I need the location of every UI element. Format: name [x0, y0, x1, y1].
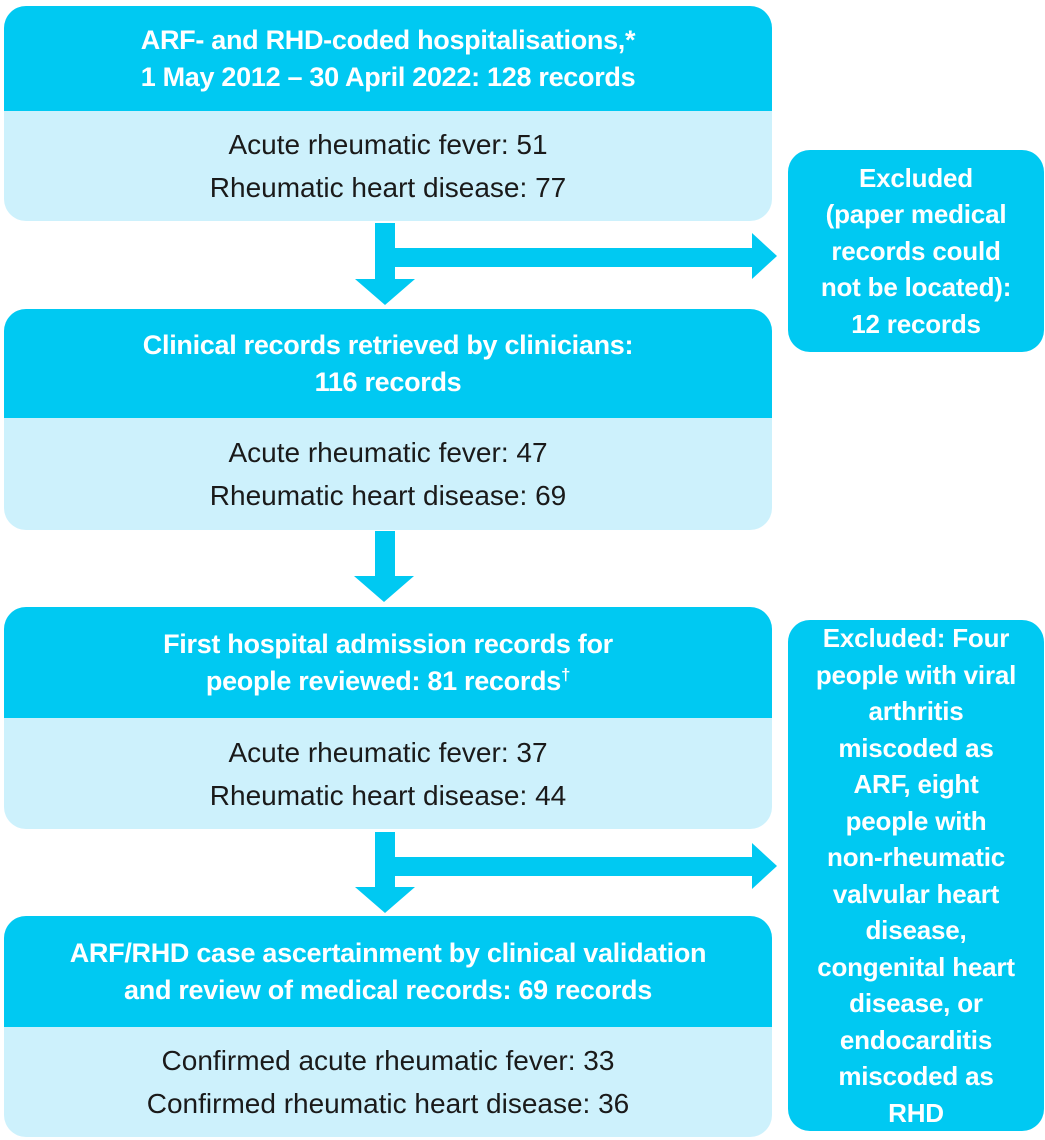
excluded-line: non-rheumatic — [827, 842, 1005, 872]
excluded-line: RHD — [888, 1097, 944, 1128]
header-line-text: people reviewed: 81 records — [205, 665, 561, 696]
excluded-line: (paper medical — [825, 199, 1007, 230]
flow-box-case-ascertainment: ARF/RHD case ascertainment by clinical v… — [4, 916, 772, 1137]
down-arrow-2-head-icon — [354, 576, 414, 602]
excluded-line: people with — [845, 805, 987, 836]
flow-box-hospitalisations: ARF- and RHD-coded hospitalisations,* 1 … — [4, 6, 772, 221]
down-arrow-3-head-icon — [355, 887, 415, 913]
flow-box-hospitalisations-body: Acute rheumatic fever: 51 Rheumatic hear… — [4, 111, 772, 221]
excluded-line: records could — [831, 235, 1001, 266]
header-line: 116 records — [314, 366, 462, 397]
body-line: Confirmed acute rheumatic fever: 33 — [161, 1045, 615, 1076]
excluded-line: congenital heart — [817, 951, 1015, 982]
flow-box-clinical-records: Clinical records retrieved by clinicians… — [4, 309, 772, 530]
excluded-line: miscoded as — [838, 1061, 994, 1091]
body-line: Acute rheumatic fever: 37 — [228, 736, 548, 768]
body-line: Acute rheumatic fever: 51 — [228, 129, 548, 160]
excluded-line: Excluded — [859, 162, 973, 193]
excluded-line: disease, — [865, 915, 967, 945]
body-line: Rheumatic heart disease: 69 — [209, 480, 567, 511]
flow-box-clinical-records-body: Acute rheumatic fever: 47 Rheumatic hear… — [4, 418, 772, 530]
excluded-line: valvular heart — [832, 878, 1000, 909]
excluded-line: disease, or — [849, 988, 983, 1018]
header-line: people reviewed: 81 records† — [4, 663, 772, 700]
flow-box-first-admission-body: Acute rheumatic fever: 37 Rheumatic hear… — [4, 718, 772, 829]
branch-arrow-2-shaft — [375, 857, 752, 876]
flow-box-first-admission-header: First hospital admission records for peo… — [4, 607, 772, 718]
excluded-line: miscoded as — [838, 732, 994, 763]
flow-box-hospitalisations-header: ARF- and RHD-coded hospitalisations,* 1 … — [4, 6, 772, 111]
branch-arrow-1-shaft — [375, 248, 752, 267]
body-line: Acute rheumatic fever: 47 — [228, 437, 548, 468]
excluded-line: people with viral — [815, 659, 1017, 690]
dagger-superscript: † — [560, 664, 571, 684]
header-line: ARF/RHD case ascertainment by clinical v… — [69, 937, 707, 968]
header-line: ARF- and RHD-coded hospitalisations,* — [140, 24, 636, 55]
excluded-box-paper-records: Excluded (paper medical records could no… — [788, 150, 1044, 352]
body-line: Rheumatic heart disease: 44 — [209, 779, 567, 811]
flow-box-clinical-records-header: Clinical records retrieved by clinicians… — [4, 309, 772, 418]
body-line: Confirmed rheumatic heart disease: 36 — [146, 1088, 630, 1119]
excluded-box-miscoded: Excluded: Four people with viral arthrit… — [788, 620, 1044, 1131]
excluded-line: Excluded: Four — [822, 623, 1010, 653]
branch-arrow-2-head-icon — [752, 843, 777, 889]
header-line: Clinical records retrieved by clinicians… — [142, 329, 634, 360]
excluded-line: arthritis — [868, 696, 964, 726]
down-arrow-1-head-icon — [355, 279, 415, 305]
header-line: First hospital admission records for — [163, 628, 613, 659]
down-arrow-2-shaft — [375, 531, 395, 577]
header-line: and review of medical records: 69 record… — [124, 974, 652, 1005]
excluded-line: ARF, eight — [853, 769, 979, 799]
flow-box-case-ascertainment-header: ARF/RHD case ascertainment by clinical v… — [4, 916, 772, 1027]
header-line: 1 May 2012 – 30 April 2022: 128 records — [140, 61, 636, 92]
excluded-line: 12 records — [851, 308, 981, 339]
flow-box-first-admission: First hospital admission records for peo… — [4, 607, 772, 829]
flow-box-case-ascertainment-body: Confirmed acute rheumatic fever: 33 Conf… — [4, 1027, 772, 1137]
branch-arrow-1-head-icon — [752, 233, 777, 279]
body-line: Rheumatic heart disease: 77 — [209, 172, 567, 203]
excluded-line: not be located): — [820, 272, 1012, 303]
excluded-line: endocarditis — [839, 1024, 993, 1055]
